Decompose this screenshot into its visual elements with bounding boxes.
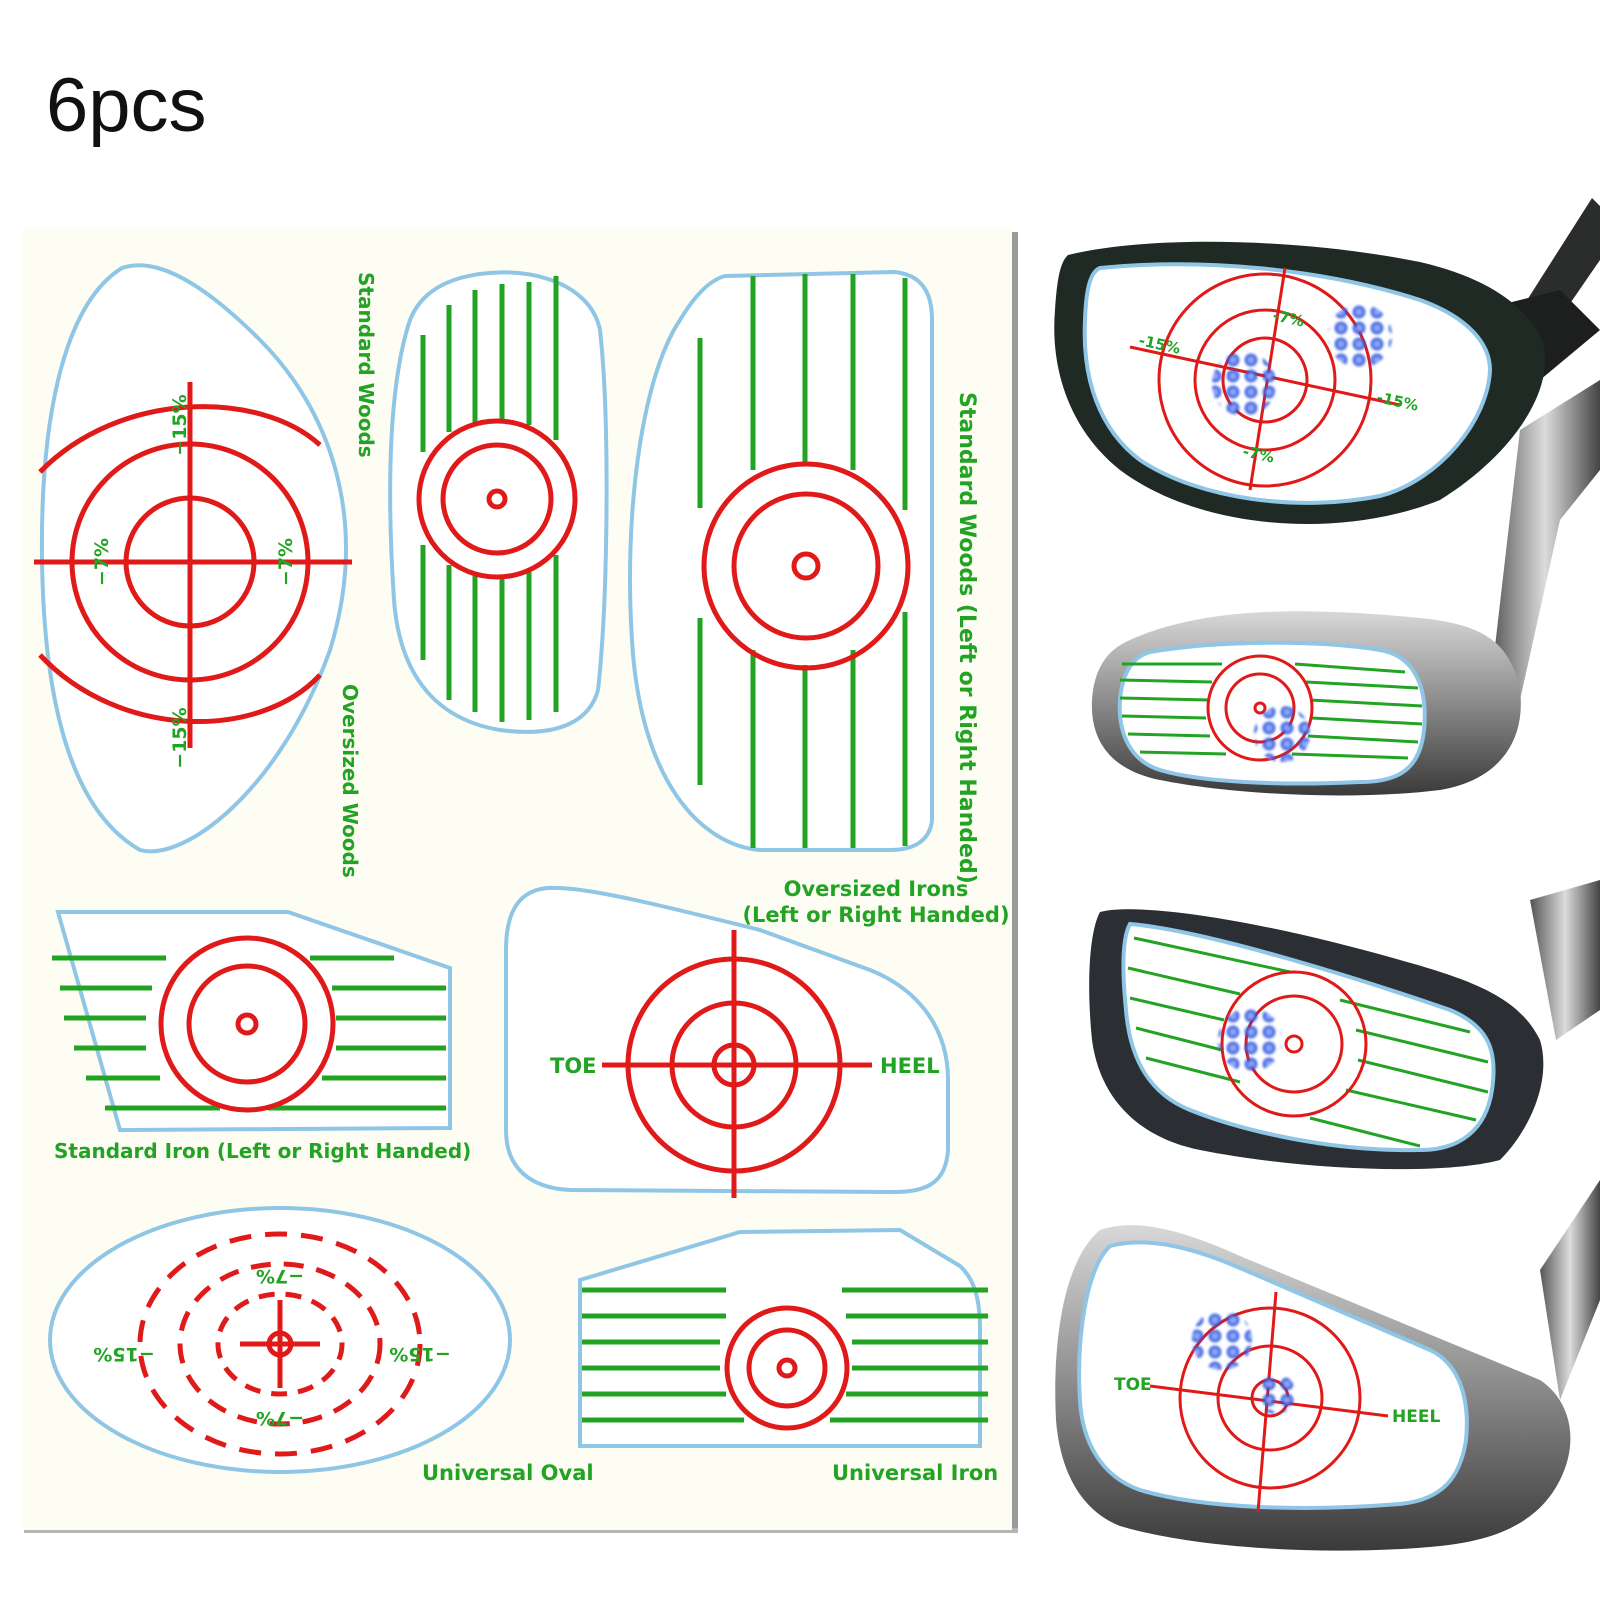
sticker-sheet: −15% −15% −7% −7% Standard Woods Oversiz… — [22, 228, 1018, 1533]
iron-mark-heel: HEEL — [1392, 1407, 1440, 1427]
sheet-shadow — [1010, 232, 1018, 1532]
hybrid-face-sticker — [1121, 921, 1496, 1153]
sticker-outline — [504, 885, 950, 1195]
iron-mark-toe: TOE — [1114, 1375, 1152, 1395]
mark-toe: TOE — [550, 1054, 597, 1078]
wedge-shaft — [1490, 380, 1600, 700]
photo-driver: -15% -7% -15% -7% — [1054, 198, 1600, 524]
mark-oval-minus15-left: −15% — [93, 1343, 154, 1365]
impact-mark — [1328, 304, 1392, 368]
label-universal-iron: Universal Iron — [832, 1461, 998, 1485]
photo-wedge — [1091, 380, 1600, 796]
mark-oval-minus7-bottom: −7% — [256, 1407, 304, 1429]
sticker-standard-woods — [388, 270, 609, 734]
label-standard-woods: Standard Woods — [354, 272, 378, 458]
sticker-standard-woods-lr — [628, 269, 934, 852]
impact-mark — [1212, 352, 1276, 416]
mark-minus7-right: −7% — [275, 538, 297, 586]
hybrid-shaft — [1530, 880, 1600, 1040]
label-oversized-irons-line1: Oversized Irons — [784, 877, 969, 901]
label-standard-woods-lr: Standard Woods (Left or Right Handed) — [954, 392, 979, 884]
impact-mark — [1256, 1374, 1296, 1414]
mark-oval-minus15-right: −15% — [389, 1343, 450, 1365]
label-oversized-woods: Oversized Woods — [338, 684, 362, 878]
sticker-universal-oval: −7% −7% −15% −15% — [48, 1206, 512, 1474]
impact-mark — [1218, 1008, 1282, 1072]
label-standard-iron: Standard Iron (Left or Right Handed) — [54, 1139, 471, 1163]
headline-6pcs: 6pcs — [46, 63, 207, 148]
sticker-outline — [628, 269, 934, 852]
mark-minus7-left: −7% — [91, 538, 113, 586]
sticker-standard-iron — [52, 910, 452, 1133]
sheet-shadow-bottom — [24, 1528, 1018, 1533]
mark-heel: HEEL — [880, 1054, 940, 1078]
photo-hybrid — [1089, 880, 1600, 1170]
impact-mark — [1254, 706, 1310, 762]
mark-minus15-bottom: −15% — [169, 707, 191, 768]
photo-iron: TOE HEEL — [1055, 1180, 1600, 1551]
mark-oval-minus7-top: −7% — [256, 1265, 304, 1287]
sticker-universal-iron — [578, 1227, 988, 1448]
sticker-outline — [578, 1227, 982, 1448]
sticker-outline — [388, 270, 609, 734]
label-oversized-irons-line2: (Left or Right Handed) — [742, 903, 1009, 927]
sticker-oversized-woods: −15% −15% −7% −7% — [34, 263, 352, 854]
mark-minus15-top: −15% — [169, 394, 191, 455]
label-universal-oval: Universal Oval — [422, 1461, 594, 1485]
impact-mark — [1192, 1310, 1252, 1370]
iron-shaft — [1540, 1180, 1600, 1400]
sticker-oversized-irons: TOE HEEL — [504, 885, 950, 1198]
